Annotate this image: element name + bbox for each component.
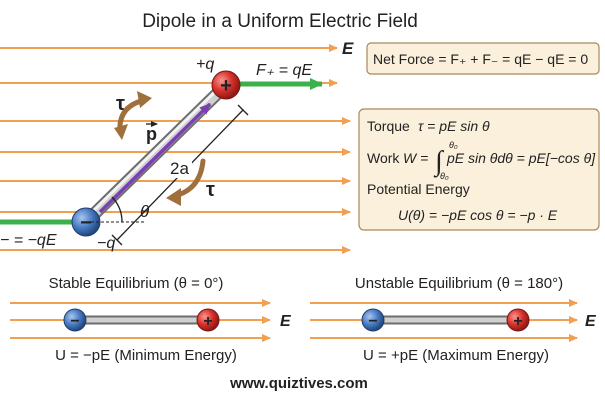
unstable-positive-sign: + [513,313,522,330]
minus-charge-label: −q [97,235,115,252]
potential-energy-formula: U(θ) = −pE cos θ = −p · E [398,207,558,223]
unstable-positive-charge [506,308,530,332]
work-lhs: W = [403,150,428,166]
potential-energy-label: Potential Energy [367,181,470,197]
positive-charge [211,70,241,100]
unstable-energy: U = +pE (Maximum Energy) [363,347,549,364]
net-force-text: Net Force = F₊ + F₋ = qE − qE = 0 [373,51,588,67]
work-label: Work [367,150,400,166]
formula-box [358,108,600,231]
torque-symbol-bottom: τ [206,179,215,201]
stable-negative-sign: − [70,313,79,330]
torque-formula-label: Torque [367,118,410,134]
stable-title: Stable Equilibrium (θ = 0°) [49,275,224,292]
dipole-moment-arrow [98,102,212,214]
dipole-vector-label: p [146,124,157,144]
angle-label: θ [140,202,150,221]
net-force-box [366,42,600,75]
force-plus-label: F₊ = qE [256,62,312,79]
stable-positive-sign: + [203,313,212,330]
watermark-url[interactable]: www.quiztives.com [229,375,368,392]
stable-negative-charge [63,308,87,332]
integral-upper-limit: θ₀ [449,140,458,150]
separation-label: 2a [170,159,189,178]
work-integrand: pE sin θdθ = pE[−cos θ] [446,150,596,166]
stable-energy: U = −pE (Minimum Energy) [55,347,237,364]
integral-sign: ∫ [433,146,445,178]
force-minus-label: − = −qE [0,232,57,249]
unstable-negative-charge [361,308,385,332]
unstable-negative-sign: − [368,313,377,330]
unstable-field-label: E [585,313,597,330]
positive-sign: + [220,75,232,97]
torque-arrow-top-head [137,91,152,108]
stable-field-label: E [280,313,292,330]
plus-charge-label: +q [196,56,214,73]
integral-lower-limit: θ₀ [440,171,449,181]
torque-symbol-top: τ [116,93,125,115]
stable-positive-charge [196,308,220,332]
field-label: E [342,39,354,58]
torque-formula: τ = pE sin θ [418,118,490,134]
torque-arrow-top-tail [114,124,128,140]
page-title: Dipole in a Uniform Electric Field [142,11,418,32]
torque-arrow-bottom-head [166,188,181,206]
negative-sign: − [80,212,92,234]
angle-arc [111,196,123,223]
unstable-title: Unstable Equilibrium (θ = 180°) [355,275,563,292]
separation-label-bg [168,160,192,178]
